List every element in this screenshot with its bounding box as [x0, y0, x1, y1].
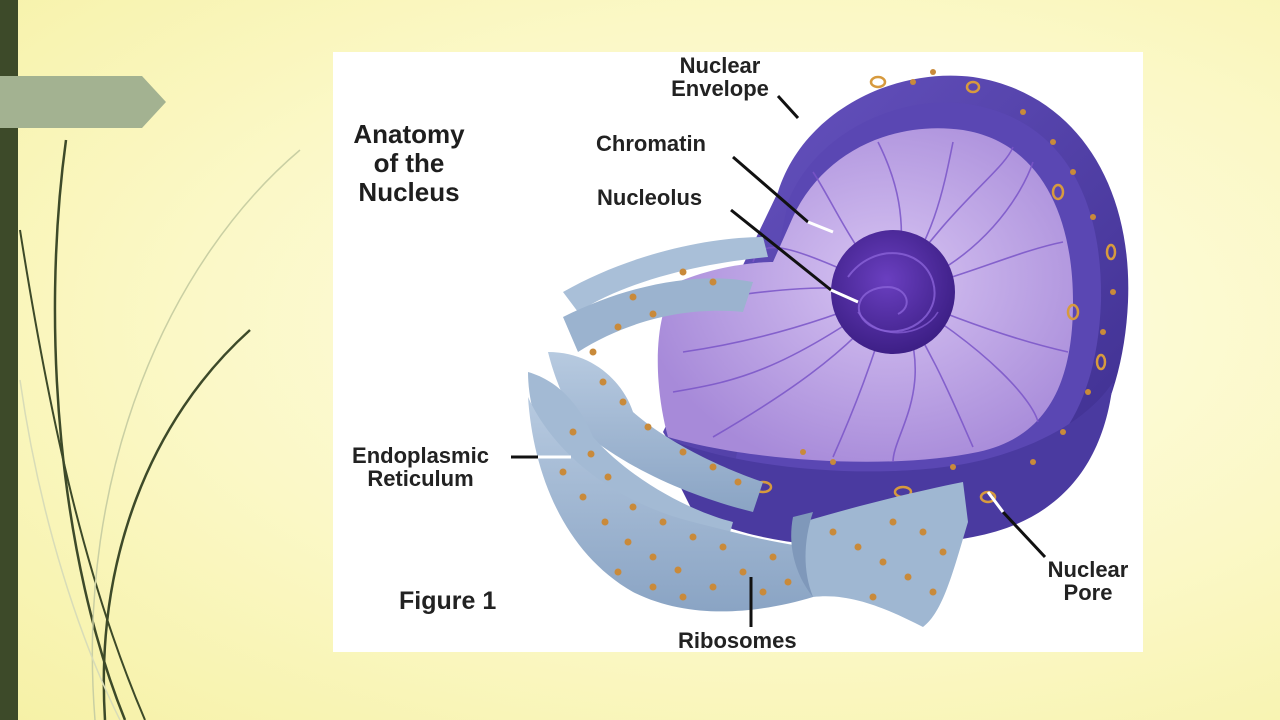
diagram-title: Anatomy of the Nucleus	[339, 120, 479, 207]
label-ribosomes: Ribosomes	[678, 628, 797, 652]
leader-lines	[511, 94, 1047, 627]
figure-caption: Figure 1	[399, 587, 497, 615]
label-nuclear-pore: Nuclear Pore	[1033, 558, 1143, 604]
label-line: Endoplasmic	[352, 443, 489, 468]
ribosomes	[559, 69, 1116, 601]
endoplasmic-reticulum	[528, 237, 968, 627]
label-nucleolus: Nucleolus	[597, 185, 703, 210]
diagram-title-line: Anatomy	[353, 119, 465, 149]
slide-left-bar	[0, 0, 18, 720]
decorative-swooshes	[19, 139, 301, 720]
label-line: Reticulum	[367, 466, 474, 491]
diagram-title-line: Nucleus	[358, 177, 460, 207]
diagram-title-line: of the	[373, 148, 445, 178]
label-line: Nuclear	[679, 53, 761, 78]
label-nuclear-envelope: Nuclear Envelope	[655, 54, 785, 100]
nucleolus	[831, 230, 955, 354]
label-line: Pore	[1063, 580, 1113, 605]
label-chromatin: Chromatin	[596, 131, 706, 156]
label-endoplasmic-reticulum: Endoplasmic Reticulum	[333, 444, 508, 490]
label-line: Nuclear	[1047, 557, 1129, 582]
nucleus-illustration	[511, 69, 1129, 627]
slide-tab-shape	[0, 76, 166, 128]
label-line: Envelope	[671, 76, 769, 101]
nucleus-figure: Anatomy of the Nucleus Nuclear Envelope …	[333, 52, 1143, 652]
